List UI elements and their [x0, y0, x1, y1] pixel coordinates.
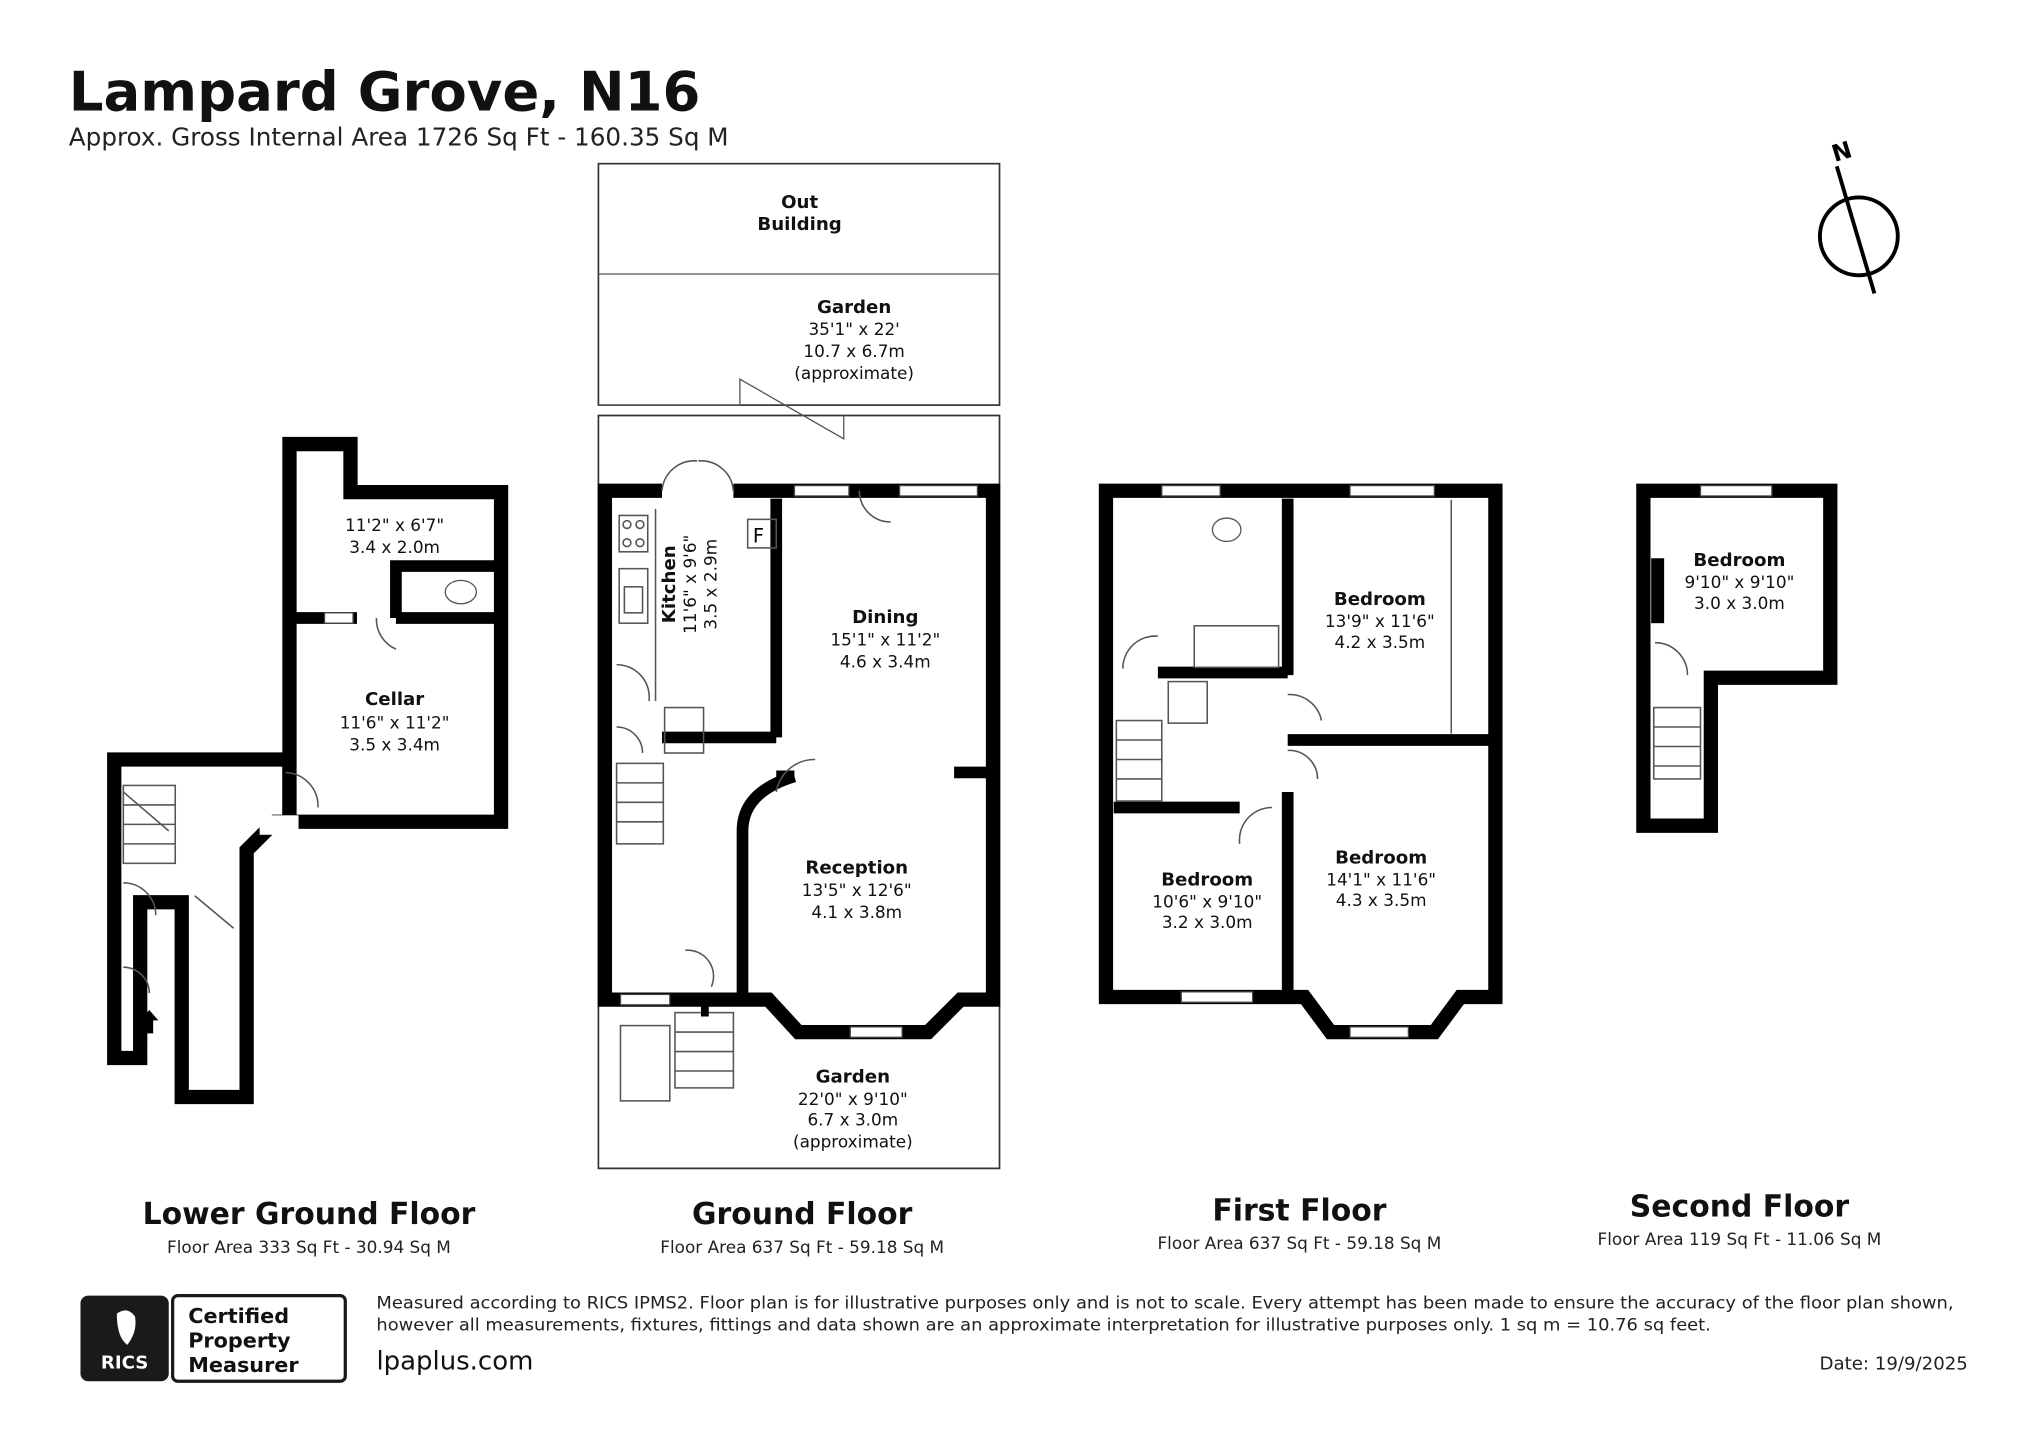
room-name-bedroom: Bedroom	[1161, 869, 1253, 890]
badge-text: Property	[188, 1329, 291, 1353]
second-floor-plan: Bedroom 9'10" x 9'10" 3.0 x 3.0m Second …	[1598, 483, 1882, 1249]
floor-area: Floor Area 637 Sq Ft - 59.18 Sq M	[660, 1237, 944, 1257]
lower-ground-floor-plan: 11'2" x 6'7" 3.4 x 2.0m Cellar 11'6" x 1…	[107, 436, 509, 1257]
stairs-icon	[615, 706, 735, 1102]
stairs-icon	[1652, 706, 1702, 780]
hob-icon	[618, 514, 649, 553]
room-metric: 6.7 x 3.0m	[807, 1110, 898, 1130]
room-dims: 11'2" x 6'7"	[345, 515, 444, 535]
room-metric: 4.2 x 3.5m	[1334, 632, 1425, 652]
toilet-icon	[444, 579, 478, 605]
room-name-garden-front: Garden	[816, 1067, 890, 1088]
room-metric: 3.2 x 3.0m	[1162, 912, 1253, 932]
room-metric: 3.5 x 3.4m	[349, 734, 440, 754]
ground-floor-plan: Out Building Garden 35'1" x 22' 10.7 x 6…	[597, 162, 1001, 1257]
floor-area: Floor Area 637 Sq Ft - 59.18 Sq M	[1157, 1233, 1441, 1253]
room-metric: 10.7 x 6.7m	[803, 341, 904, 361]
room-metric: 3.4 x 2.0m	[349, 537, 440, 557]
room-name-bedroom: Bedroom	[1693, 550, 1785, 571]
entrance-arrow-icon	[695, 993, 714, 1017]
room-dims: 13'9" x 11'6"	[1325, 611, 1435, 631]
room-name-kitchen: Kitchen	[659, 545, 680, 623]
badge-text: Certified	[188, 1304, 289, 1328]
website-link[interactable]: lpaplus.com	[376, 1347, 533, 1377]
room-name-out-building: Out	[781, 192, 818, 213]
room-name-out-building-2: Building	[757, 214, 841, 235]
room-name-garden-rear: Garden	[817, 297, 891, 318]
room-dims: 35'1" x 22'	[808, 319, 899, 339]
lion-icon	[116, 1310, 136, 1345]
toilet-icon	[1211, 517, 1242, 543]
room-note: (approximate)	[794, 363, 914, 383]
stairs-icon	[1115, 680, 1208, 802]
disclaimer: however all measurements, fixtures, fitt…	[376, 1315, 1710, 1335]
stairs-icon	[122, 784, 177, 865]
room-name-bedroom: Bedroom	[1334, 589, 1426, 610]
room-name-cellar: Cellar	[365, 689, 424, 710]
compass-label: N	[1828, 135, 1855, 167]
floor-label: Ground Floor	[692, 1197, 913, 1232]
room-dims: 10'6" x 9'10"	[1152, 891, 1262, 911]
room-note: (approximate)	[793, 1132, 913, 1152]
room-dims: 15'1" x 11'2"	[830, 629, 940, 649]
floor-label: Lower Ground Floor	[143, 1197, 476, 1232]
disclaimer: Measured according to RICS IPMS2. Floor …	[376, 1293, 1953, 1313]
fridge-label: F	[753, 525, 764, 548]
floor-label: First Floor	[1212, 1193, 1386, 1228]
plan-date: Date: 19/9/2025	[1819, 1354, 1967, 1375]
first-floor-plan: Bedroom 13'9" x 11'6" 4.2 x 3.5m Bedroom…	[1098, 483, 1503, 1253]
room-dims: 22'0" x 9'10"	[798, 1089, 908, 1109]
entrance-arrow-icon	[140, 1010, 159, 1034]
room-metric: 3.5 x 2.9m	[701, 539, 721, 630]
page-subtitle: Approx. Gross Internal Area 1726 Sq Ft -…	[69, 122, 729, 151]
room-metric: 4.3 x 3.5m	[1336, 890, 1427, 910]
room-dims: 13'5" x 12'6"	[802, 880, 912, 900]
room-name-bedroom: Bedroom	[1335, 847, 1427, 868]
floor-area: Floor Area 333 Sq Ft - 30.94 Sq M	[167, 1237, 451, 1257]
floor-area: Floor Area 119 Sq Ft - 11.06 Sq M	[1598, 1229, 1882, 1249]
room-metric: 4.1 x 3.8m	[811, 902, 902, 922]
page-title: Lampard Grove, N16	[69, 59, 701, 123]
room-metric: 4.6 x 3.4m	[840, 651, 931, 671]
room-name-dining: Dining	[852, 607, 918, 628]
room-dims: 9'10" x 9'10"	[1685, 572, 1795, 592]
room-dims: 11'6" x 9'6"	[680, 535, 700, 634]
rics-logo: RICS	[101, 1352, 148, 1373]
rics-badge: RICS Certified Property Measurer	[80, 1293, 347, 1383]
room-dims: 14'1" x 11'6"	[1326, 869, 1436, 889]
north-compass-icon: N	[1817, 135, 1900, 295]
badge-text: Measurer	[188, 1353, 299, 1377]
room-dims: 11'6" x 11'2"	[340, 712, 450, 732]
room-metric: 3.0 x 3.0m	[1694, 593, 1785, 613]
floor-label: Second Floor	[1630, 1189, 1850, 1224]
room-name-reception: Reception	[805, 858, 908, 879]
sink-icon	[618, 567, 649, 624]
